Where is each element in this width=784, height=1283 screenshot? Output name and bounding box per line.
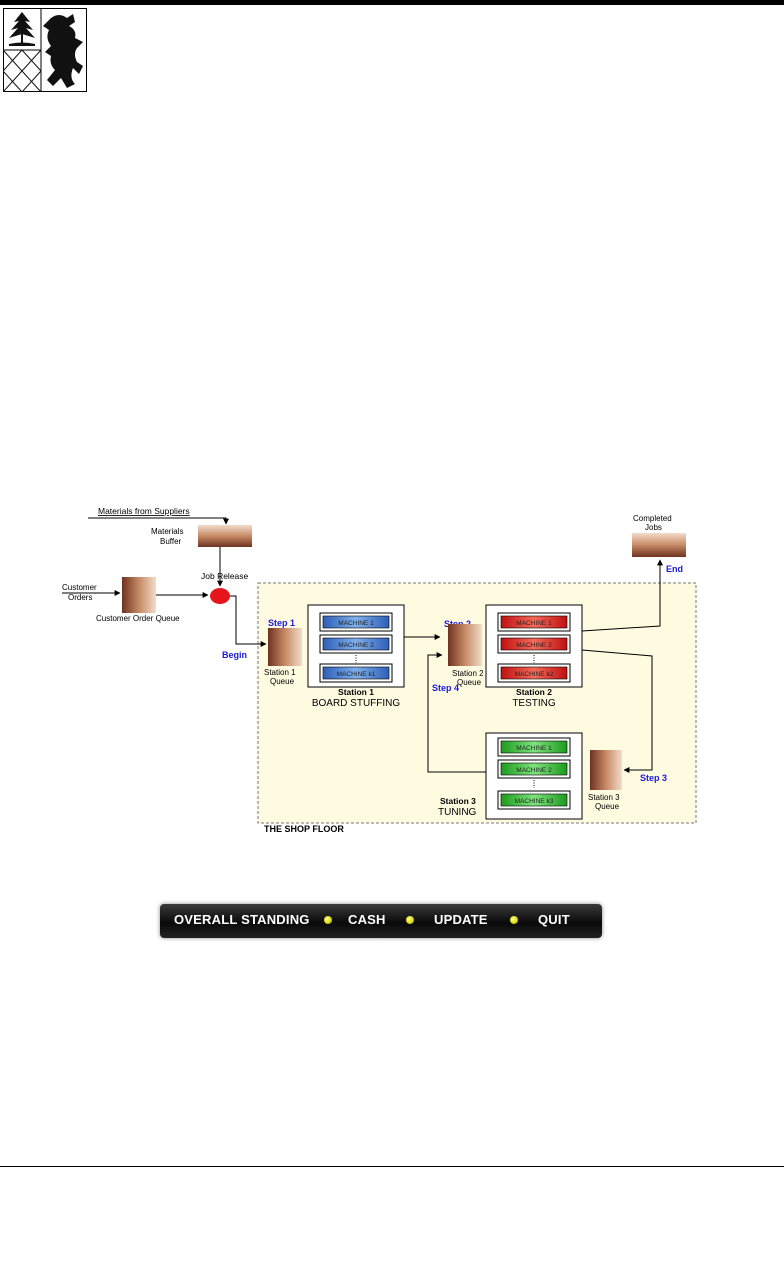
station3-queue <box>590 750 622 790</box>
begin-label: Begin <box>222 650 247 660</box>
station3-machine-2-label: MACHINE 2 <box>516 767 552 774</box>
materials-buffer-label-1: Materials <box>151 527 183 536</box>
completed-jobs-label-2: Jobs <box>645 523 662 532</box>
station2-machine-1 <box>500 615 568 629</box>
job-release-label: Job Release <box>201 571 249 581</box>
nav-dot-icon <box>406 916 414 924</box>
station3-machine-1-label: MACHINE 1 <box>516 745 552 752</box>
customer-order-queue-label: Customer Order Queue <box>96 614 180 623</box>
materials-from-suppliers-label: Materials from Suppliers <box>98 506 190 516</box>
shop-floor-label: THE SHOP FLOOR <box>264 824 344 834</box>
station1-queue <box>268 628 302 666</box>
completed-jobs-box <box>632 533 686 557</box>
crest-logo <box>3 8 87 92</box>
station1-label: Station 1 <box>338 687 374 697</box>
update-button[interactable]: UPDATE <box>434 912 488 927</box>
lion-icon <box>43 14 83 88</box>
job-release-dot <box>210 588 230 604</box>
lattice-icon <box>3 49 42 92</box>
station2-machine-k2 <box>500 666 568 680</box>
station2-to-completed-arrow <box>581 559 663 632</box>
nav-dot-icon <box>510 916 518 924</box>
main-nav-bar: OVERALL STANDING CASH UPDATE QUIT <box>160 904 602 938</box>
station2-name: TESTING <box>512 698 556 709</box>
station3-name: TUNING <box>438 807 477 818</box>
station1-machine-k1 <box>322 666 390 680</box>
step3-label: Step 3 <box>640 773 667 783</box>
station3-machine-k3-label: MACHINE k3 <box>515 798 554 805</box>
station2-machine-2-label: MACHINE 2 <box>516 642 552 649</box>
end-label: End <box>666 564 683 574</box>
shop-floor-diagram: THE SHOP FLOOR Materials from Suppliers … <box>62 506 697 834</box>
station1-machine-1 <box>322 615 390 629</box>
station1-name: BOARD STUFFING <box>312 698 401 709</box>
station2-queue <box>448 624 482 666</box>
customer-order-queue <box>122 577 156 613</box>
materials-buffer-label-2: Buffer <box>160 537 182 546</box>
station2-machine-1-label: MACHINE 1 <box>516 620 552 627</box>
materials-buffer <box>198 525 252 547</box>
tree-icon <box>9 12 35 46</box>
overall-standing-button[interactable]: OVERALL STANDING <box>174 912 310 927</box>
station1-machine-2 <box>322 637 390 651</box>
nav-dot-icon <box>324 916 332 924</box>
station3-machine-2 <box>500 762 568 776</box>
cash-button[interactable]: CASH <box>348 912 386 927</box>
release-to-station1-arrow <box>230 595 267 647</box>
supplier-arrow <box>88 517 229 525</box>
station2-machine-k2-label: MACHINE k2 <box>515 671 554 678</box>
station2-label: Station 2 <box>516 687 552 697</box>
station2-queue-label-1: Station 2 <box>452 669 484 678</box>
station3-to-queue2-arrow <box>427 652 486 773</box>
customer-orders-label-2: Orders <box>68 593 92 602</box>
bottom-rule <box>0 1166 784 1167</box>
station2-to-queue3-arrow <box>581 649 653 773</box>
station3-queue-label-2: Queue <box>595 802 620 811</box>
nav-bar-background <box>160 904 602 938</box>
station1-machine-k1-label: MACHINE k1 <box>337 671 376 678</box>
station2-queue-label-2: Queue <box>457 678 482 687</box>
step4-label: Step 4 <box>432 683 459 693</box>
station3-machine-k3 <box>500 793 568 807</box>
quit-button[interactable]: QUIT <box>538 912 570 927</box>
customer-orders-label-1: Customer <box>62 583 97 592</box>
station3-queue-label-1: Station 3 <box>588 793 620 802</box>
station1-machine-1-label: MACHINE 1 <box>338 620 374 627</box>
station3-machine-1 <box>500 740 568 754</box>
station1-queue-label-1: Station 1 <box>264 668 296 677</box>
station2-machine-2 <box>500 637 568 651</box>
station3-label: Station 3 <box>440 796 476 806</box>
station1-queue-label-2: Queue <box>270 677 295 686</box>
completed-jobs-label-1: Completed <box>633 514 672 523</box>
station1-machine-2-label: MACHINE 2 <box>338 642 374 649</box>
step1-label: Step 1 <box>268 618 295 628</box>
top-rule <box>0 0 784 5</box>
